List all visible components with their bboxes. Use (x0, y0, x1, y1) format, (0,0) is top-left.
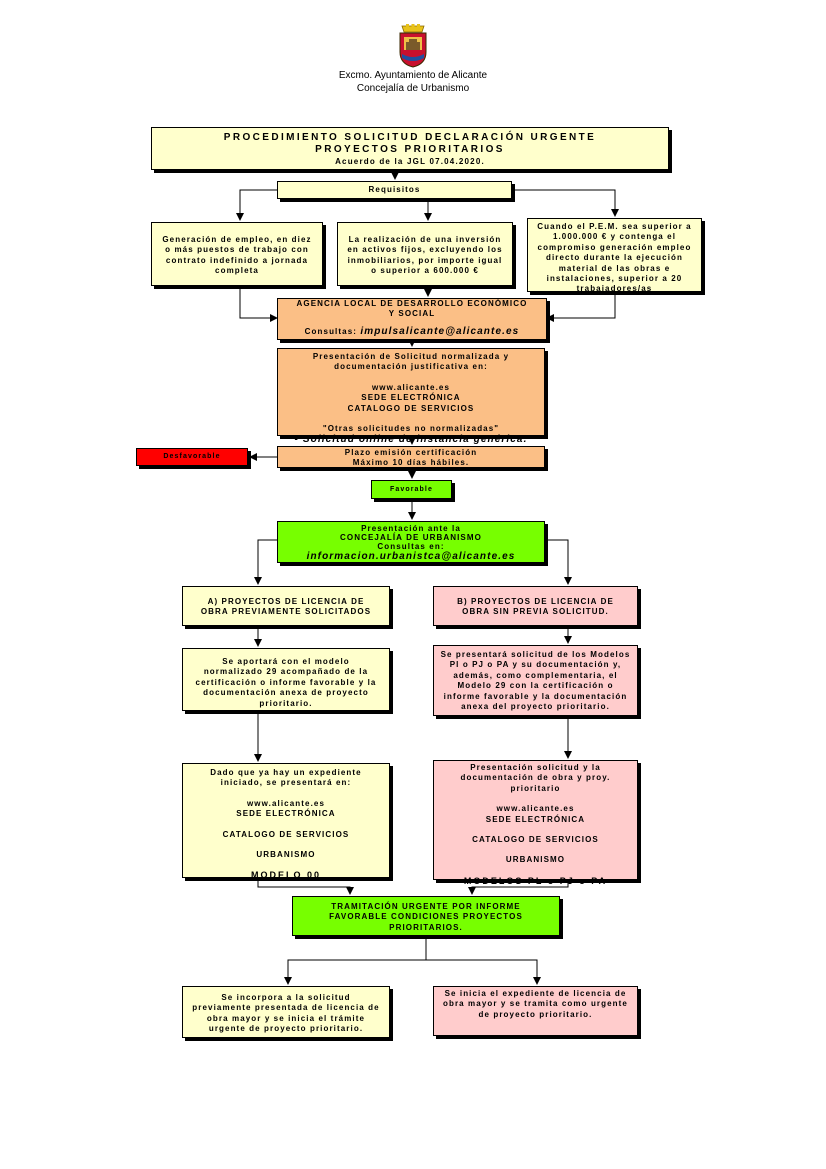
branch-b-step2-line2: documentación de obra y proy. (460, 773, 611, 783)
urban-planning-box: Presentación ante la CONCEJALÍA DE URBAN… (277, 521, 545, 563)
requirement-investment: La realización de una inversión en activ… (337, 222, 513, 286)
branch-b-step2: Presentación solicitud y la documentació… (433, 760, 638, 886)
branch-a-step1: Se aportará con el modelo normalizado 29… (182, 648, 390, 711)
procedure-agreement: Acuerdo de la JGL 07.04.2020. (335, 157, 485, 166)
branch-a-step2-line1: Dado que ya hay un expediente (210, 768, 362, 777)
branch-a-website-link[interactable]: www.alicante.es (246, 798, 325, 808)
agency-email-link[interactable]: impulsalicante@alicante.es (360, 325, 520, 337)
submission-otras: "Otras solicitudes no normalizadas" (322, 423, 500, 433)
branch-a-catalogo: CATALOGO DE SERVICIOS (222, 829, 350, 839)
branch-a-step2: Dado que ya hay un expediente iniciado, … (182, 763, 390, 880)
procedure-subtitle: PROYECTOS PRIORITARIOS (315, 144, 505, 155)
agency-box: AGENCIA LOCAL DE DESARROLLO ECONÓMICO Y … (277, 298, 547, 340)
urgent-processing-box: TRAMITACIÓN URGENTE POR INFORME FAVORABL… (292, 896, 560, 936)
branch-b-step2-line1: Presentación solicitud y la (470, 763, 601, 772)
deadline-line1: Plazo emisión certificación (344, 448, 478, 457)
branch-b-step2-line3: prioritario (510, 783, 561, 793)
branch-b-catalogo: CATALOGO DE SERVICIOS (472, 834, 599, 844)
procedure-title-box: PROCEDIMIENTO SOLICITUD DECLARACIÓN URGE… (151, 127, 669, 170)
submission-line1: Presentación de Solicitud normalizada y (312, 352, 510, 361)
organization-name: Excmo. Ayuntamiento de Alicante (338, 70, 488, 81)
branch-a-step2-line2: iniciado, se presentará en: (220, 778, 352, 788)
branch-a-modelo: MODELO 00 (250, 870, 321, 881)
branch-a-title: A) PROYECTOS DE LICENCIA DE OBRA PREVIAM… (182, 586, 390, 626)
agency-name-cont: Y SOCIAL (388, 309, 436, 319)
deadline-box: Plazo emisión certificación Máximo 10 dí… (277, 446, 545, 468)
branch-a-urbanismo: URBANISMO (256, 849, 316, 859)
submission-website-link[interactable]: www.alicante.es (371, 382, 450, 392)
urban-planning-consultas: Consultas en: (377, 542, 445, 551)
agency-name: AGENCIA LOCAL DE DESARROLLO ECONÓMICO (296, 299, 528, 308)
submission-sede: SEDE ELECTRÓNICA (361, 393, 461, 403)
agency-consultas-label: Consultas: (304, 326, 361, 336)
city-coat-of-arms-logo (399, 24, 427, 68)
urban-planning-name: CONCEJALÍA DE URBANISMO (340, 533, 482, 542)
urban-planning-line1: Presentación ante la (361, 524, 461, 533)
branch-b-final: Se inicia el expediente de licencia de o… (433, 986, 638, 1036)
deadline-line2: Máximo 10 días hábiles. (352, 458, 470, 467)
branch-b-step1: Se presentará solicitud de los Modelos P… (433, 645, 638, 716)
submission-line2: documentación justificativa en: (334, 362, 488, 372)
submission-box: Presentación de Solicitud normalizada y … (277, 348, 545, 445)
unfavorable-outcome: Desfavorable (136, 448, 248, 466)
procedure-title: PROCEDIMIENTO SOLICITUD DECLARACIÓN URGE… (223, 132, 597, 143)
department-name: Concejalía de Urbanismo (356, 83, 470, 94)
favorable-outcome: Favorable (371, 480, 452, 499)
requirements-header: Requisitos (277, 181, 512, 199)
submission-online: - Solicitud online de instancia genérica… (294, 434, 528, 446)
branch-b-website-link[interactable]: www.alicante.es (496, 804, 575, 814)
branch-a-final: Se incorpora a la solicitud previamente … (182, 986, 390, 1038)
branch-b-title: B) PROYECTOS DE LICENCIA DE OBRA SIN PRE… (433, 586, 638, 626)
branch-b-urbanismo: URBANISMO (505, 855, 566, 865)
branch-b-sede: SEDE ELECTRÓNICA (485, 814, 586, 824)
branch-b-modelo: MODELOS PL o PJ o PA (463, 875, 608, 886)
requirement-employment: Generación de empleo, en diez o más pues… (151, 222, 323, 286)
submission-catalogo: CATALOGO DE SERVICIOS (347, 403, 475, 413)
requirement-pem: Cuando el P.E.M. sea superior a 1.000.00… (527, 218, 702, 293)
branch-a-sede: SEDE ELECTRÓNICA (236, 809, 336, 819)
urban-planning-email-link[interactable]: informacion.urbanistca@alicante.es (306, 551, 516, 562)
